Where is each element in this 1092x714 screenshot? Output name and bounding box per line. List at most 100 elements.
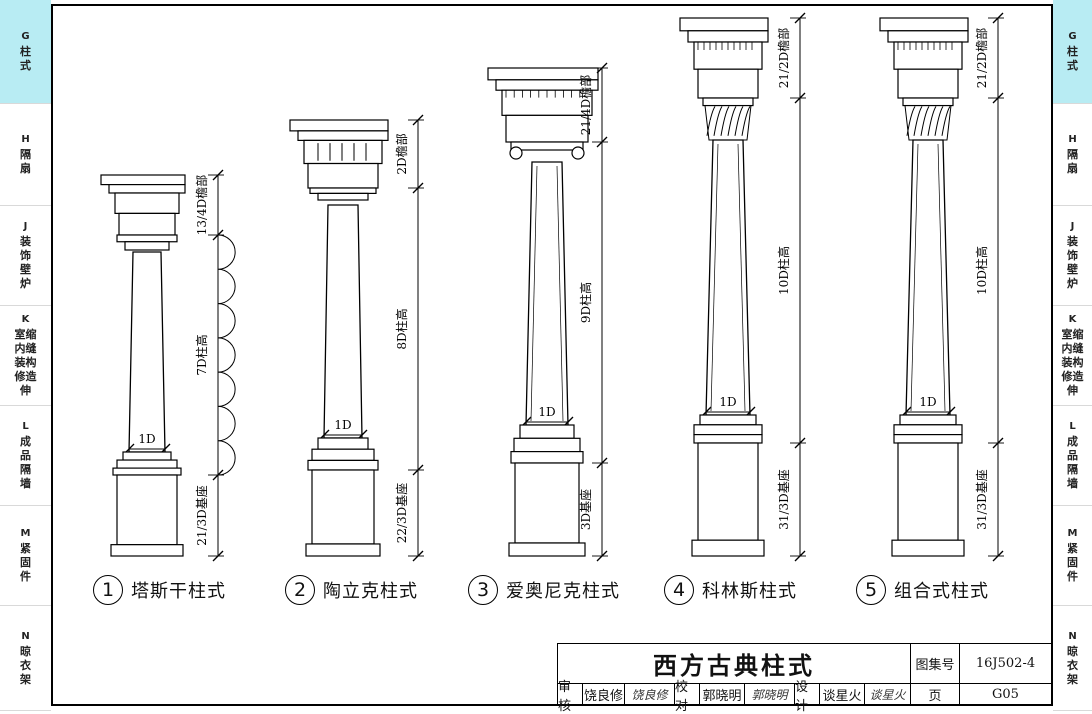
entablature-label: 21/2D檐部: [776, 28, 791, 89]
architrave: [307, 162, 379, 189]
tab-char: 成: [1067, 435, 1078, 448]
acanthus-leaf: [720, 106, 730, 136]
column-base-plinth: [893, 424, 963, 436]
tab-char: 衣: [20, 658, 31, 672]
caption-4: 4 科林斯柱式: [664, 575, 797, 605]
abacus: [116, 234, 178, 243]
tab-char: 隔: [20, 463, 31, 476]
tab-char: 柱: [20, 45, 31, 58]
tab-char: 修造: [14, 370, 37, 383]
tab-code: J: [1070, 221, 1075, 232]
tab-char: 内缝: [14, 342, 37, 355]
dim-tick: [412, 550, 424, 562]
shaft-label: 9D柱高: [578, 282, 593, 323]
tab-char: 伸: [20, 384, 31, 397]
tab-char: 件: [1067, 570, 1078, 583]
tab-char: 炉: [20, 277, 31, 290]
tab-char: 修造: [1061, 370, 1084, 383]
tab-char: 壁: [1067, 263, 1078, 276]
tab-char: 式: [20, 59, 31, 72]
design-name: 谈星火: [820, 684, 865, 706]
column-base-torus: [519, 424, 575, 439]
caption-number: 2: [285, 575, 315, 605]
cornice-band: [297, 130, 389, 142]
tab-code: L: [22, 421, 29, 432]
tab-char: 晾: [20, 644, 31, 658]
tab-char: 架: [1067, 672, 1078, 686]
column-shaft: [525, 161, 569, 426]
tab-char: 内缝: [1061, 342, 1084, 355]
entablature-label: 21/2D檐部: [974, 28, 989, 89]
pedestal-cap: [112, 467, 182, 476]
abacus: [309, 187, 377, 195]
review-name: 饶良修: [583, 684, 625, 706]
dim-tick: [992, 12, 1004, 24]
tab-char: 装构: [1061, 356, 1084, 369]
pedestal-cap: [893, 434, 963, 444]
tab-char: 炉: [1067, 277, 1078, 290]
dim-tick: [992, 550, 1004, 562]
entablature-label: 21/4D檐部: [578, 75, 593, 136]
dim-tick: [992, 437, 1004, 449]
scallop-line: [217, 234, 236, 476]
flute-line: [937, 143, 946, 412]
flute-line: [556, 165, 564, 422]
tab-char: 成: [20, 435, 31, 448]
tab-code: N: [21, 630, 30, 642]
tab-code: M: [20, 528, 31, 539]
tab-char: 隔: [20, 148, 31, 161]
frieze: [693, 41, 763, 70]
tab-char: 衣: [1067, 658, 1078, 672]
column-base-torus: [899, 414, 957, 426]
shaft-label: 10D柱高: [776, 246, 791, 295]
shaft-label: 7D柱高: [194, 334, 209, 375]
tab-code: G: [1068, 31, 1077, 42]
check-signature: 郭晓明: [745, 684, 795, 706]
dim-tick: [596, 550, 608, 562]
pedestal-die: [116, 474, 178, 546]
pedestal-plinth: [891, 539, 965, 557]
dim-tick: [412, 464, 424, 476]
column-shaft: [323, 204, 363, 439]
tab-code: M: [1067, 528, 1078, 539]
drawing-frame: [51, 4, 1053, 706]
tab-code: H: [21, 134, 30, 145]
tab-char: 品: [1067, 449, 1078, 462]
volute-right: [571, 146, 585, 160]
dim-tick: [794, 92, 806, 104]
flute-line: [530, 165, 538, 422]
caption-text: 爱奥尼克柱式: [506, 581, 620, 602]
cornice: [100, 174, 186, 186]
cornice-band: [887, 30, 969, 43]
column-base-plinth: [116, 459, 178, 469]
tab-char: 室缩: [14, 328, 37, 341]
pedestal-die: [514, 462, 580, 544]
diameter-label: 1D: [719, 395, 736, 409]
caption-number: 5: [856, 575, 886, 605]
architrave: [897, 68, 959, 99]
caption-text: 组合式柱式: [894, 581, 989, 602]
acanthus-leaf: [941, 106, 951, 136]
tab-code: H: [1068, 134, 1077, 145]
caption-text: 科林斯柱式: [702, 581, 797, 602]
acanthus-leaf: [741, 106, 751, 136]
tab-code: K: [21, 314, 30, 325]
caption-text: 塔斯干柱式: [131, 581, 226, 602]
column-shaft: [705, 139, 751, 416]
base-label: 31/3D基座: [776, 469, 791, 530]
drawing-title: 西方古典柱式: [558, 644, 911, 684]
tab-char: 饰: [20, 249, 31, 262]
tab-char: 固: [1067, 556, 1078, 569]
